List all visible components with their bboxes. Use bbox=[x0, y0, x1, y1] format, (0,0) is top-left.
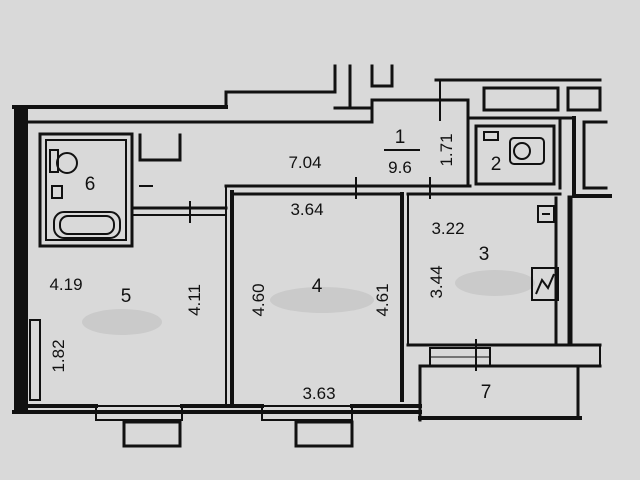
dim-hall-length: 7.04 bbox=[288, 153, 321, 172]
room-number-7: 7 bbox=[481, 382, 492, 403]
walls bbox=[12, 64, 612, 448]
dim-room5-right: 4.11 bbox=[185, 284, 204, 316]
room-number-1: 1 bbox=[395, 127, 406, 148]
toilet-icon bbox=[483, 131, 545, 165]
dim-hall-width: 1.71 bbox=[437, 133, 456, 166]
labels: 1 9.6 2 3 4 5 6 7 7.04 1.71 3.64 3.63 4.… bbox=[49, 127, 501, 403]
dim-room5-top: 4.19 bbox=[49, 275, 82, 294]
stove-icon bbox=[531, 267, 559, 301]
bathtub-icon bbox=[53, 211, 121, 239]
dim-room3-left: 3.44 bbox=[427, 265, 446, 298]
left-wall bbox=[14, 106, 28, 412]
dim-room3-top: 3.22 bbox=[431, 219, 464, 238]
sink-icon bbox=[537, 205, 555, 223]
room-number-6: 6 bbox=[85, 174, 96, 195]
room-number-4: 4 bbox=[312, 276, 323, 297]
room-1-area: 9.6 bbox=[388, 158, 412, 177]
dim-room4-top: 3.64 bbox=[290, 200, 323, 219]
dim-room4-bottom: 3.63 bbox=[302, 384, 335, 403]
dim-room5-left: 1.82 bbox=[49, 339, 68, 372]
room-number-2: 2 bbox=[491, 154, 502, 175]
toilet-icon bbox=[49, 149, 78, 174]
blurred-areas bbox=[82, 270, 535, 335]
sink-icon bbox=[51, 185, 63, 199]
room-number-5: 5 bbox=[121, 286, 132, 307]
dim-room4-right: 4.61 bbox=[373, 283, 392, 316]
dim-room4-left: 4.60 bbox=[249, 283, 268, 316]
room-number-3: 3 bbox=[479, 244, 490, 265]
